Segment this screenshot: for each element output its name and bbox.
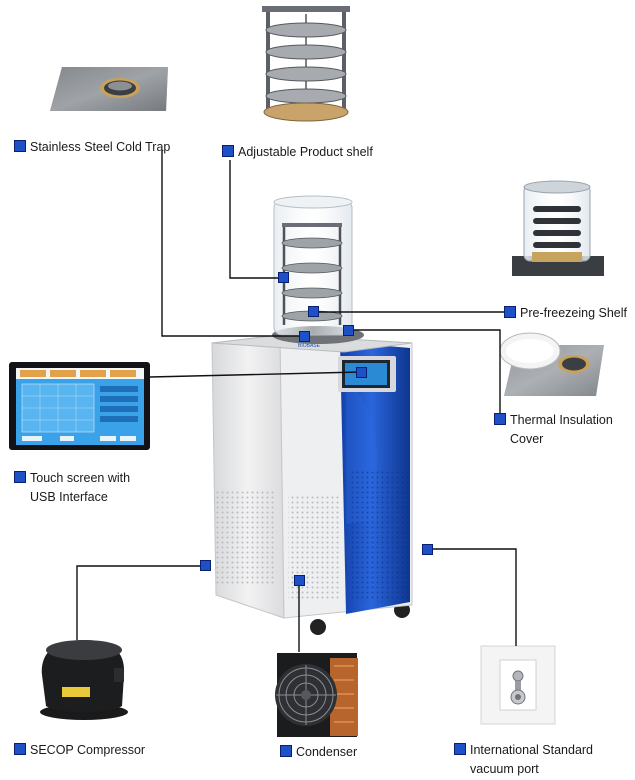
touch-screen-photo (9, 362, 150, 450)
label-marker-icon (454, 743, 466, 755)
label-marker-icon (504, 306, 516, 318)
prefreezing-shelf-pin (308, 306, 319, 317)
cold-trap-label: Stainless Steel Cold Trap (14, 138, 170, 157)
label-marker-icon (280, 745, 292, 757)
cold-trap-photo (50, 67, 168, 111)
insulation-cover-photo (499, 332, 604, 396)
cold-trap-pin (299, 331, 310, 342)
cold-trap-leader (161, 150, 305, 337)
vacuum-port-pin (422, 544, 433, 555)
insulation-cover-pin (343, 325, 354, 336)
label-marker-icon (494, 413, 506, 425)
compressor-leader (76, 565, 205, 640)
condenser-label: Condenser (280, 743, 357, 762)
vacuum-port-photo (480, 645, 556, 725)
compressor-pin (200, 560, 211, 571)
prefreezing-shelf-label: Pre-freezeing Shelf (504, 304, 627, 323)
label-marker-icon (14, 743, 26, 755)
insulation-cover-label: Thermal Insulation Cover (494, 411, 613, 449)
product-shelf-leader (229, 160, 284, 279)
product-shelf-photo (262, 6, 350, 122)
freeze-dryer-unit: BIOBASE (211, 195, 413, 635)
touch-screen-label: Touch screen with USB Interface (14, 469, 130, 507)
vacuum-port-label: International Standard vacuum port (454, 741, 593, 779)
product-shelf-label: Adjustable Product shelf (222, 143, 373, 162)
compressor-label: SECOP Compressor (14, 741, 145, 760)
leader-lines (76, 150, 517, 652)
product-shelf-pin (278, 272, 289, 283)
compressor-photo (40, 640, 128, 720)
prefreezing-shelf-photo (512, 180, 604, 276)
condenser-photo (275, 653, 358, 737)
insulation-cover-leader (348, 329, 501, 418)
label-marker-icon (222, 145, 234, 157)
vacuum-port-leader (427, 548, 517, 646)
label-marker-icon (14, 140, 26, 152)
brand-logo: BIOBASE (298, 343, 321, 349)
touch-screen-pin (356, 367, 367, 378)
label-marker-icon (14, 471, 26, 483)
condenser-pin (294, 575, 305, 586)
touch-screen-leader (149, 371, 361, 378)
